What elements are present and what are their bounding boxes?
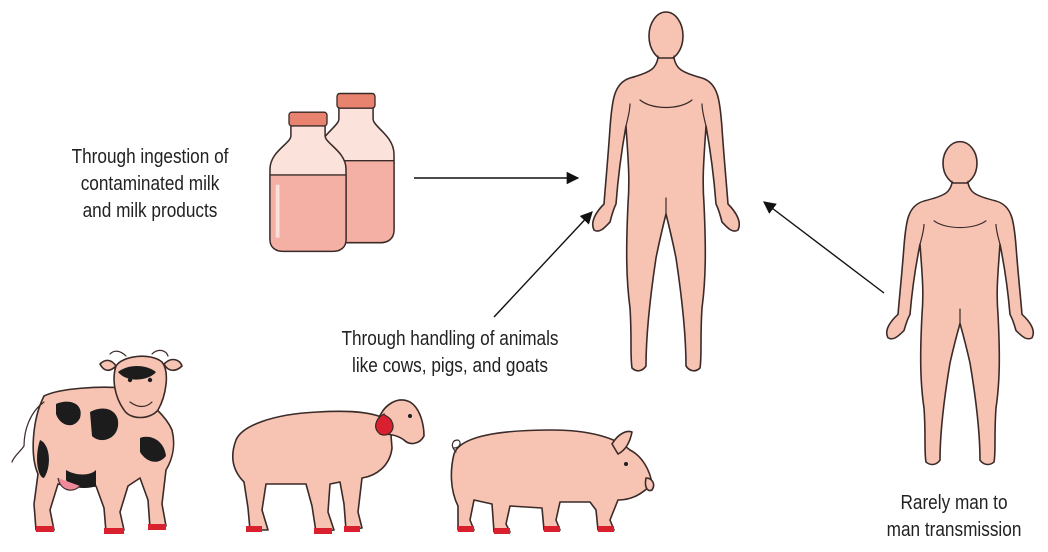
pig-icon (451, 430, 653, 534)
human-transmission-arrow (764, 202, 884, 293)
handling-route-arrow (494, 212, 592, 317)
sheep-icon (233, 400, 424, 534)
human-figure-icon (887, 142, 1034, 465)
cow-icon (12, 350, 182, 534)
human-figure-icon (593, 12, 740, 371)
milk-bottle-icon (270, 94, 394, 252)
